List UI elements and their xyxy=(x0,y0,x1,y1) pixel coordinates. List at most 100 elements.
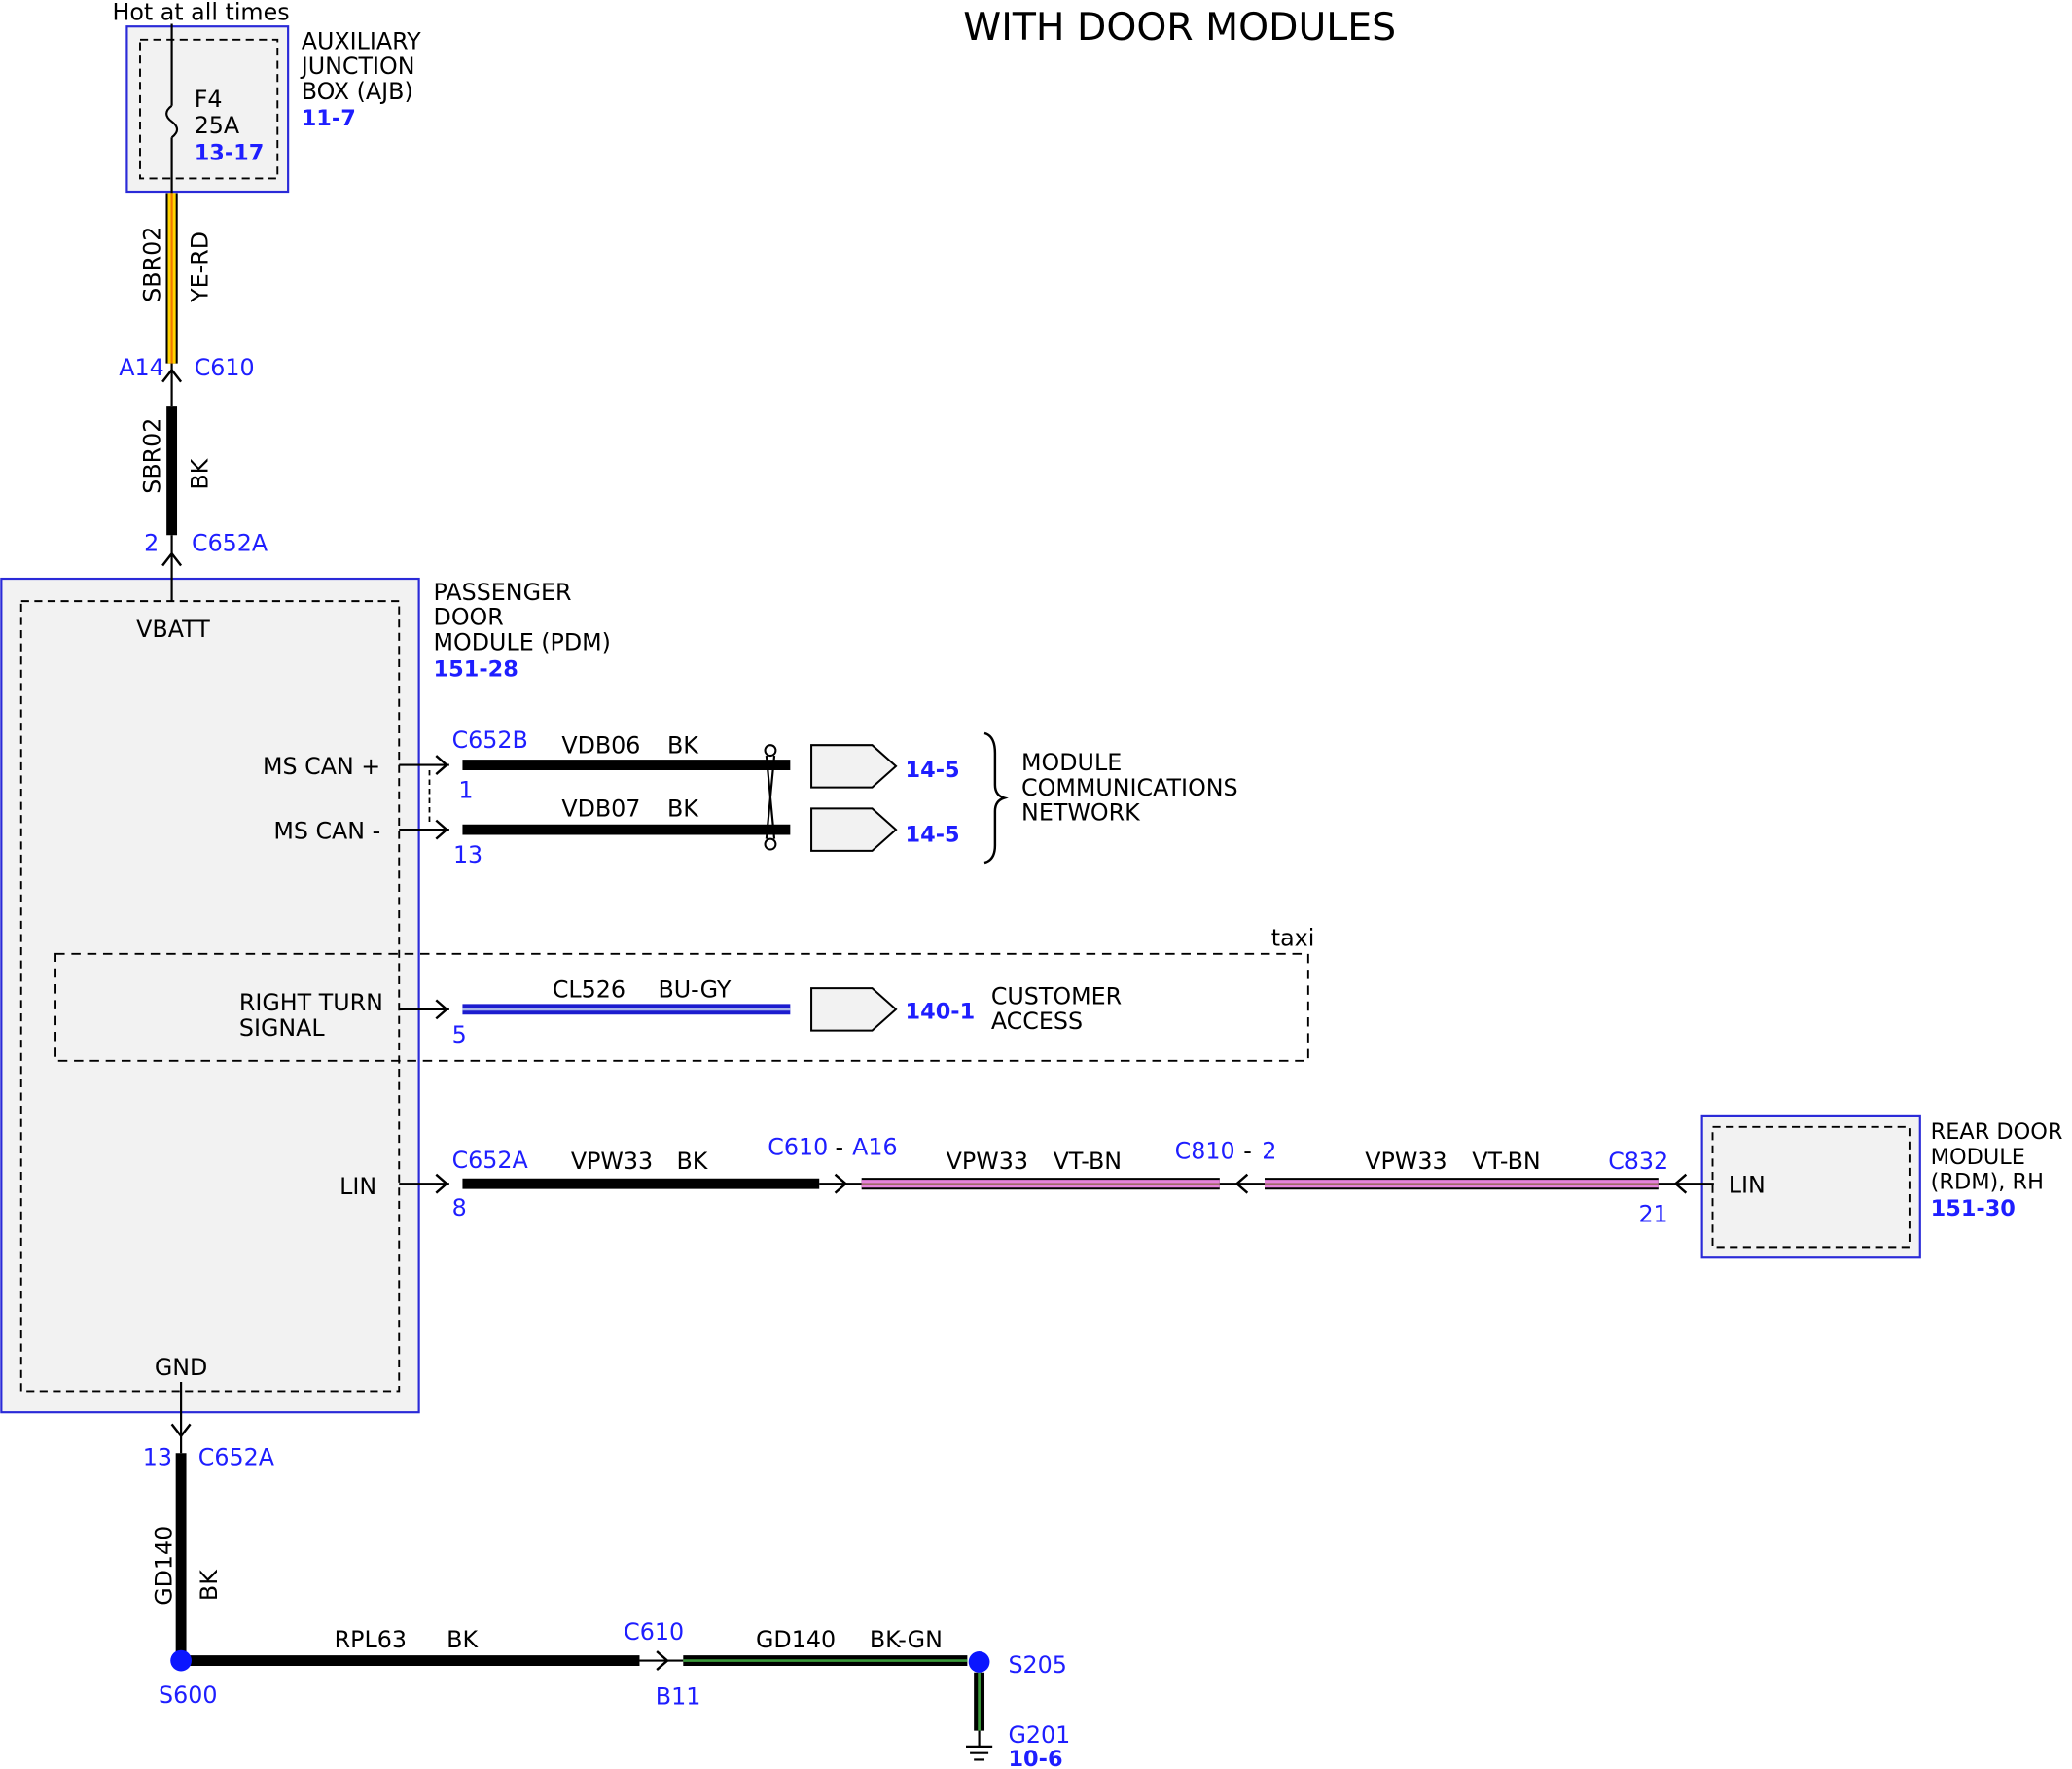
pin-chevron-icon xyxy=(1673,1173,1688,1194)
connector-pin-label: 5 xyxy=(452,1021,467,1048)
off-page-arrow-icon[interactable] xyxy=(810,807,898,852)
connector-pin-label: 8 xyxy=(452,1194,467,1221)
connector-name-label: C652A xyxy=(192,529,268,556)
ms-can-circuit xyxy=(399,731,1009,865)
pdm-pin-lin: LIN xyxy=(339,1173,376,1200)
connector-pin-label: 13 xyxy=(143,1444,172,1471)
pdm-inner-outline xyxy=(19,600,401,1393)
rdm-pin-lin: LIN xyxy=(1729,1172,1766,1199)
off-page-arrow-icon[interactable] xyxy=(810,987,898,1032)
connector-pin-label: 1 xyxy=(458,777,473,804)
pin-chevron-icon xyxy=(170,1423,192,1438)
ajb-page-ref-link[interactable]: 11-7 xyxy=(302,106,356,131)
pdm-name-line: DOOR xyxy=(434,604,504,631)
auxiliary-junction-box xyxy=(125,25,290,194)
connector-name-label: C810 xyxy=(1175,1137,1235,1164)
pdm-name-line: PASSENGER xyxy=(434,579,572,606)
connector-c652a-chevron-icon xyxy=(161,551,183,567)
wire-circuit-label: VPW33 xyxy=(571,1148,653,1175)
ajb-inner-outline xyxy=(139,38,279,180)
power-source-label: Hot at all times xyxy=(112,0,289,25)
connector-name-label: C610 xyxy=(195,354,255,381)
rdm-name-line: (RDM), RH xyxy=(1931,1170,2044,1195)
option-label: taxi xyxy=(1271,925,1315,952)
wire-circuit-label: VPW33 xyxy=(1365,1148,1447,1175)
page-ref-link[interactable]: 140-1 xyxy=(906,999,976,1024)
wire-color-label: BK xyxy=(447,1626,479,1653)
destination-label: ACCESS xyxy=(991,1008,1083,1035)
taxi-option-box xyxy=(54,952,1309,1062)
wire-circuit-label: RPL63 xyxy=(335,1626,407,1653)
connector-name-label: C610 xyxy=(624,1618,684,1645)
connector-c610-chevron-icon xyxy=(161,368,183,383)
connector-name-label: C652A xyxy=(198,1444,275,1471)
fuse-rating: 25A xyxy=(195,112,240,139)
diagram-title: WITH DOOR MODULES xyxy=(963,5,1396,50)
ground-point-label: G201 xyxy=(1008,1721,1070,1749)
wire-color-label: BK xyxy=(677,1148,709,1175)
pdm-outline xyxy=(0,577,420,1414)
connector-name-label: C652B xyxy=(452,726,528,754)
wire-circuit-label: GD140 xyxy=(151,1526,178,1606)
destination-label: MODULE xyxy=(1021,749,1122,776)
rdm-name-line: MODULE xyxy=(1931,1145,2025,1170)
connector-name-label: C610 xyxy=(768,1133,828,1160)
connector-pin-label: 13 xyxy=(453,841,482,868)
connector-pin-label: B11 xyxy=(656,1682,701,1710)
twist-ring-top xyxy=(764,744,777,758)
ajb-outline xyxy=(125,25,290,194)
splice-s600-dot xyxy=(170,1649,192,1672)
fuse-page-ref-link[interactable]: 13-17 xyxy=(195,140,265,165)
inline-connector-chevron-icon xyxy=(656,1650,669,1671)
pdm-name-line: MODULE (PDM) xyxy=(434,628,611,655)
wire-color-label: BK xyxy=(186,457,213,489)
wire-color-label: VT-BN xyxy=(1472,1148,1540,1175)
passenger-door-module xyxy=(0,577,420,1414)
inline-connector-chevron-icon xyxy=(1234,1173,1249,1194)
pdm-page-ref-link[interactable]: 151-28 xyxy=(434,657,518,683)
connector-pin-label: A16 xyxy=(852,1133,897,1160)
ajb-name-line: BOX (AJB) xyxy=(302,78,413,105)
connector-pin-label: 2 xyxy=(144,529,159,556)
destination-label: COMMUNICATIONS xyxy=(1021,774,1238,801)
ground-icon xyxy=(966,1730,993,1761)
connector-name-label: C652A xyxy=(452,1147,529,1174)
pin-chevron-icon xyxy=(435,819,449,840)
wire-color-label: BK xyxy=(196,1569,223,1601)
pdm-pin-right-turn: SIGNAL xyxy=(239,1014,326,1042)
twisted-pair-icon xyxy=(764,744,777,851)
page-ref-link[interactable]: 14-5 xyxy=(906,758,960,783)
wire-circuit-label: SBR02 xyxy=(138,418,165,494)
pdm-pin-ms-can-minus: MS CAN - xyxy=(273,818,380,845)
inline-connector-chevron-icon xyxy=(834,1173,848,1194)
wire-color-label: BK xyxy=(667,731,699,759)
ajb-name-line: JUNCTION xyxy=(300,53,415,80)
connector-separator: - xyxy=(1243,1137,1252,1164)
splice-label: S205 xyxy=(1008,1651,1066,1679)
pin-chevron-icon xyxy=(435,999,449,1020)
lin-bus-circuit xyxy=(399,1173,1714,1194)
wire-circuit-label: GD140 xyxy=(756,1626,836,1653)
fuse-id: F4 xyxy=(195,86,223,113)
pdm-pin-right-turn: RIGHT TURN xyxy=(239,989,383,1016)
rdm-outline xyxy=(1700,1114,1921,1259)
wire-color-label: VT-BN xyxy=(1054,1148,1122,1175)
ground-page-ref-link[interactable]: 10-6 xyxy=(1008,1747,1062,1769)
fuse-f4-symbol xyxy=(165,104,179,139)
wire-circuit-label: CL526 xyxy=(553,976,625,1004)
off-page-arrow-icon[interactable] xyxy=(810,744,898,789)
connector-pin-label: 21 xyxy=(1638,1201,1667,1228)
wire-circuit-label: VPW33 xyxy=(947,1148,1028,1175)
twist-ring-bottom xyxy=(764,837,777,851)
connector-separator: - xyxy=(836,1133,844,1160)
wire-circuit-label: VDB07 xyxy=(561,796,640,823)
page-ref-link[interactable]: 14-5 xyxy=(906,822,960,847)
splice-s205-dot xyxy=(968,1651,990,1673)
rdm-page-ref-link[interactable]: 151-30 xyxy=(1931,1196,2016,1221)
wire-color-label: BK-GN xyxy=(870,1626,943,1653)
power-feed-circuit xyxy=(161,23,183,602)
pdm-pin-ms-can-plus: MS CAN + xyxy=(263,753,380,780)
ground-circuit xyxy=(170,1381,993,1761)
destination-label: CUSTOMER xyxy=(991,982,1122,1009)
